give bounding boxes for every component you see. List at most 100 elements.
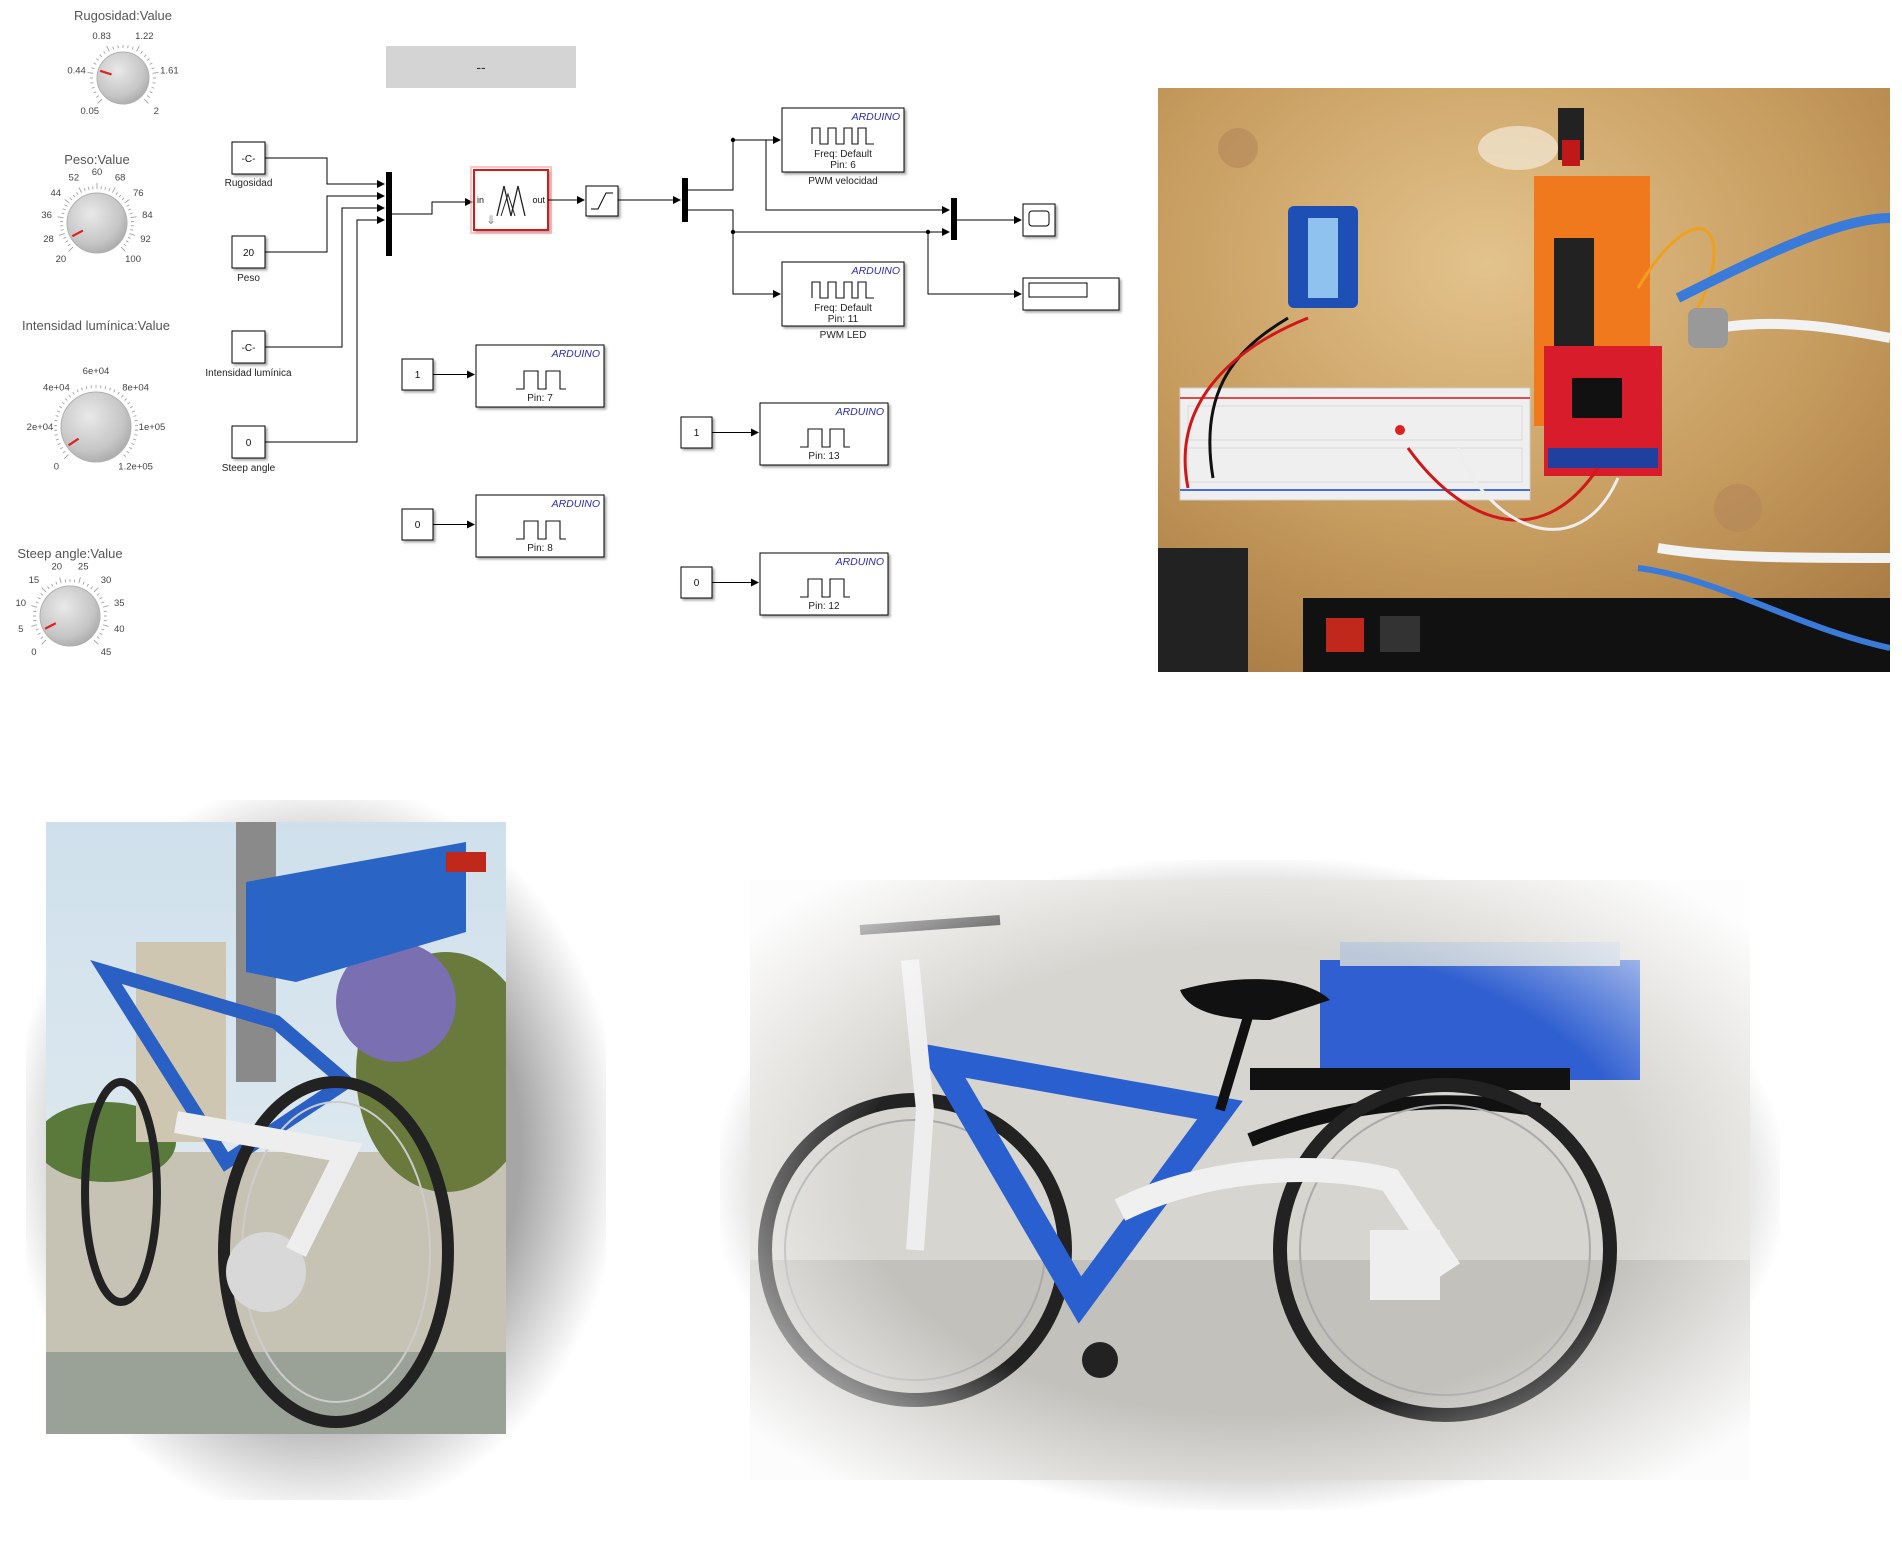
input-label: Rugosidad [225,178,273,189]
digital-pin-label: Pin: 12 [808,601,840,612]
digital-output-block[interactable]: 0 ARDUINO Pin: 12 [680,552,889,616]
knob-tick-label: 52 [69,173,80,184]
knob-tick-label: 2e+04 [27,422,54,433]
input-value: 20 [243,248,255,259]
pwm-pin: Pin: 11 [828,314,859,325]
knob-tick-label: 1e+05 [139,422,166,433]
knob-tick-label: 6e+04 [83,366,110,377]
input-wires [265,157,385,443]
knob-tick-label: 36 [41,210,52,221]
arduino-breadboard-photo [1158,88,1890,672]
pwm-wave-icon [811,127,874,145]
knob-dial [39,585,101,647]
input-label: Steep angle [222,463,276,474]
arduino-label: ARDUINO [851,111,900,123]
display-text: -- [476,59,486,75]
knob-title: Intensidad lumínica:Value [22,318,170,333]
pwm-freq: Freq: Default [814,149,872,160]
fuzzy-in-port: in [477,195,484,205]
arduino-label: ARDUINO [835,556,884,568]
fuzzy-controller-block[interactable]: in out ⇓ [470,166,552,234]
digital-const-value: 0 [694,578,700,589]
knob-tick-label: 1.61 [160,66,179,77]
knob-tick-label: 10 [15,598,26,609]
knob-tick-label: 40 [114,624,125,635]
knob-dial [60,391,132,463]
knob-tick-label: 100 [125,254,141,265]
pwm-freq: Freq: Default [814,303,872,314]
knob-tick-label: 2 [154,106,159,117]
knob-tick-label: 0.83 [92,31,111,42]
knob-title: Steep angle:Value [17,546,122,561]
fuzzy-membership-icon [496,185,526,217]
output-mux-bar [951,198,957,240]
knob-title: Rugosidad:Value [74,8,172,23]
knob-tick-label: 30 [101,575,112,586]
input-block-rugosidad[interactable]: -C- Rugosidad [225,141,273,189]
arduino-label: ARDUINO [835,406,884,418]
knob-tick-label: 35 [114,598,125,609]
knob-tick-label: 0 [31,647,36,658]
arduino-label: ARDUINO [551,498,600,510]
knob-pointer [71,229,84,238]
knob-tick-label: 1.22 [135,31,154,42]
fuzzy-out-port: out [532,195,545,205]
input-block-steep-angle[interactable]: 0 Steep angle [222,425,276,474]
input-value: -C- [242,154,256,165]
knob-tick-label: 84 [142,210,153,221]
knob-tick-label: 0 [54,462,59,473]
knob-title: Peso:Value [64,152,130,167]
arduino-label: ARDUINO [551,348,600,360]
knob-tick-label: 76 [133,188,144,199]
digital-pin-label: Pin: 13 [808,451,840,462]
display-block: -- [386,46,576,88]
mux-bar [386,172,392,256]
input-block-intensidad[interactable]: -C- Intensidad lumínica [205,330,292,379]
pwm-label: PWM LED [820,330,867,341]
digital-pin-label: Pin: 7 [527,393,553,404]
knob-tick-label: 8e+04 [122,382,149,393]
demux-bar [682,178,688,222]
knob-tick-label: 4e+04 [43,382,70,393]
digital-wave-icon [800,578,850,598]
knob-3[interactable]: Intensidad lumínica:Value 0 2e+04 4e+04 6e+0… [22,318,170,473]
input-block-peso[interactable]: 20 Peso [231,235,266,284]
knob-pointer [99,69,112,76]
digital-output-block[interactable]: 1 ARDUINO Pin: 7 [401,344,605,408]
output-wires [688,136,1022,298]
digital-const-value: 1 [415,370,421,381]
knob-tick-label: 20 [52,562,63,573]
input-value: -C- [242,343,256,354]
knob-pointer [67,437,80,447]
input-label: Intensidad lumínica [205,368,292,379]
display-output-block[interactable] [1022,277,1120,311]
knob-tick-label: 0.05 [81,106,100,117]
knob-tick-label: 68 [115,173,126,184]
fuzzy-arrow-icon: ⇓ [486,213,496,227]
knob-tick-label: 44 [50,188,61,199]
pwm-block-velocidad[interactable]: ARDUINO Freq: Default Pin: 6 PWM velocid… [781,107,905,187]
knob-dial [66,192,128,254]
pwm-wave-icon [811,281,874,299]
knob-tick-label: 60 [92,167,103,178]
input-label: Peso [237,273,260,284]
digital-const-value: 0 [415,520,421,531]
digital-wave-icon [516,370,566,390]
digital-wave-icon [800,428,850,448]
scope-block[interactable] [1022,203,1056,237]
knob-tick-label: 45 [101,647,112,658]
pwm-pin: Pin: 6 [830,160,856,171]
pwm-block-led[interactable]: ARDUINO Freq: Default Pin: 11 PWM LED [781,261,905,341]
saturation-block[interactable] [585,185,619,217]
knob-tick-label: 15 [29,575,40,586]
knob-tick-label: 92 [140,234,151,245]
knob-tick-label: 20 [56,254,67,265]
input-value: 0 [246,438,252,449]
